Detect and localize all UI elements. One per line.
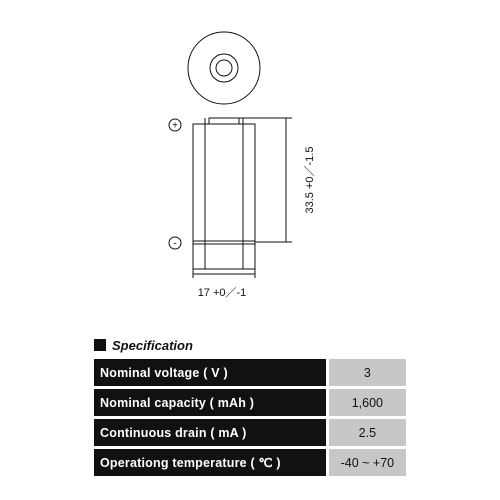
heading-bullet-icon (94, 339, 106, 351)
battery-side-view (192, 117, 256, 270)
width-dimension-label: 17 +0／-1 (198, 286, 247, 299)
spec-value: -40 ~ +70 (328, 449, 406, 476)
height-dimension (239, 117, 292, 243)
table-row: Nominal capacity ( mAh ) 1,600 (94, 389, 406, 416)
height-dimension-label: 33.5 +0／-1.5 (303, 147, 316, 214)
specification-heading: Specification (94, 336, 193, 354)
table-row: Nominal voltage ( V ) 3 (94, 359, 406, 386)
battery-top-view (187, 31, 261, 105)
spec-label: Nominal capacity ( mAh ) (94, 389, 329, 416)
positive-symbol: + (172, 121, 178, 132)
spec-label: Nominal voltage ( V ) (94, 359, 329, 386)
spec-value: 3 (328, 359, 406, 386)
battery-drawing: + - 33.5 +0／-1.5 17 +0／-1 (168, 31, 316, 299)
table-row: Operationg temperature ( ℃ ) -40 ~ +70 (94, 449, 406, 476)
spec-value: 1,600 (328, 389, 406, 416)
table-row: Continuous drain ( mA ) 2.5 (94, 419, 406, 446)
spec-label: Continuous drain ( mA ) (94, 419, 329, 446)
specification-table: Nominal voltage ( V ) 3 Nominal capacity… (94, 356, 406, 479)
width-dimension (192, 269, 256, 278)
negative-symbol: - (173, 239, 176, 250)
spec-label: Operationg temperature ( ℃ ) (94, 449, 329, 476)
spec-value: 2.5 (328, 419, 406, 446)
positive-terminal-marker: + (168, 118, 182, 132)
specification-title: Specification (112, 337, 193, 353)
negative-terminal-marker: - (168, 236, 182, 250)
